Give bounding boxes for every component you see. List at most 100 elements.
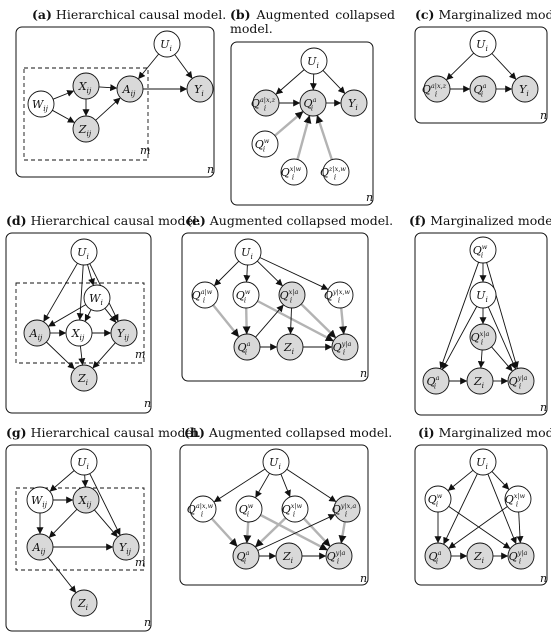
node-circle (72, 72, 100, 100)
plate-f-outer (414, 232, 548, 416)
node-c-Y: Yi (511, 75, 539, 103)
caption-d-letter: (d) (6, 213, 27, 228)
node-label-base: Q (422, 83, 431, 96)
node-label-base: U (476, 456, 486, 469)
node-f-U: Ui (469, 281, 497, 309)
edge-i-Qxw-Qa (448, 506, 508, 549)
node-circle (422, 367, 450, 395)
node-label-sub: i (526, 89, 529, 98)
node-label-base: W (89, 292, 102, 305)
node-label-sup: x|w (291, 502, 303, 510)
node-label-base: Q (282, 503, 291, 516)
edge-g-A-Z (47, 556, 77, 593)
edge-h-Qw-Qa (243, 521, 252, 544)
node-label-sub: i (201, 89, 204, 98)
node-label-sub: ij (43, 104, 48, 113)
node-d-X: Xij (65, 319, 93, 347)
caption-c: (c) Marginalized model. (415, 8, 551, 22)
node-label-base: Y (348, 97, 357, 110)
plate-g-inner-label: m (135, 556, 145, 569)
node-label-sub: i (86, 462, 89, 471)
caption-b: (b) Augmented collapsed model. (230, 8, 395, 36)
node-circle (511, 75, 539, 103)
node-circle (331, 333, 359, 361)
node-a-A: Aij (116, 75, 144, 103)
edge-e-U-Qw (243, 264, 251, 283)
node-label-base: U (77, 246, 87, 259)
node-label-sub: ij (41, 547, 46, 556)
node-circle (504, 485, 532, 513)
node-circle (72, 115, 100, 143)
edge-b-Qw-Qa (274, 110, 304, 137)
node-label-sub: i (482, 556, 485, 565)
node-label: Zij (78, 123, 92, 138)
edge-d-U-X (76, 264, 84, 321)
node-label-sub: i (292, 174, 294, 182)
edge-i-Qxw-Qya (516, 511, 524, 544)
node-i-Z: Zi (466, 542, 494, 570)
node-label-sub: i (338, 297, 340, 305)
node-label-sub: i (355, 103, 358, 112)
node-label-sup: a|x,z (431, 82, 447, 90)
node-label-sup: a|x,w (196, 502, 214, 510)
edge-d-W-Y (104, 308, 117, 323)
node-label-base: Q (505, 493, 514, 506)
node-label-sub: i (435, 91, 437, 99)
node-label-sub: i (481, 339, 483, 347)
node-label-sup: a|w (201, 288, 213, 296)
node-label-sub: ij (42, 500, 47, 509)
node-label: Wij (32, 98, 49, 113)
node-e-U: Ui (234, 238, 262, 266)
node-label-base: Z (78, 123, 87, 136)
node-circle (340, 89, 368, 117)
node-label-sub: i (244, 558, 246, 566)
plate-c-outer-label: n (540, 109, 547, 122)
node-label-sub: i (264, 105, 266, 113)
node-label-sup: x|a (289, 288, 299, 296)
node-label-base: Z (473, 550, 482, 563)
edge-i-U-Qw (447, 469, 474, 491)
edge-h-Qw-Qya (259, 513, 328, 551)
plate-b-outer-label: n (366, 191, 373, 204)
node-label-sub: ij (131, 89, 136, 98)
node-circle (72, 486, 100, 514)
caption-a-title: Hierarchical causal model. (55, 7, 227, 22)
node-circle (469, 236, 497, 264)
edge-g-X-Y (94, 509, 118, 538)
node-label-base: U (160, 38, 170, 51)
node-label-sup: x|a (480, 330, 490, 338)
caption-h-title: Augmented collapsed model. (208, 425, 393, 440)
edge-d-W-A (48, 304, 87, 327)
plate-h-outer-label: n (360, 572, 367, 585)
node-b-Y: Yi (340, 89, 368, 117)
caption-g-letter: (g) (6, 425, 27, 440)
node-label-base: U (269, 456, 279, 469)
edge-h-U-Qxw (280, 473, 291, 498)
node-label-sup: y|x,w (332, 288, 351, 296)
node-a-Z: Zij (72, 115, 100, 143)
edge-a-Z-A (95, 97, 121, 121)
node-label-base: Q (320, 166, 329, 179)
plate-a-outer-label: n (207, 163, 214, 176)
node-circle (70, 589, 98, 617)
caption-c-letter: (c) (415, 7, 435, 22)
caption-f-title: Marginalized model. (430, 213, 551, 228)
node-label: Ui (77, 456, 89, 471)
node-circle (252, 89, 280, 117)
node-circle (191, 281, 219, 309)
edge-h-Qa-Qyxa (257, 514, 336, 551)
node-circle (466, 367, 494, 395)
